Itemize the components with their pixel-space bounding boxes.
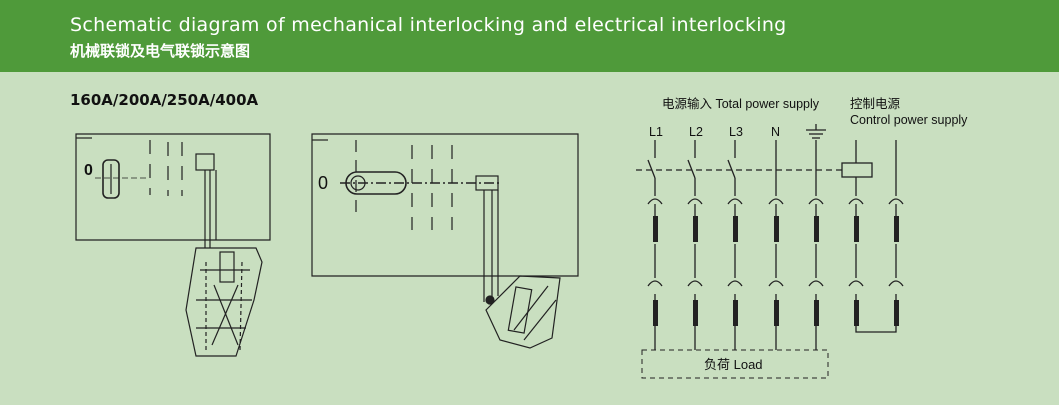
- contact-blocks: [653, 216, 899, 326]
- left-switch-assembly: [75, 133, 271, 357]
- title-banner: Schematic diagram of mechanical interloc…: [0, 0, 1059, 72]
- load-label: 负荷 Load: [704, 357, 763, 372]
- main-switch-poles: [636, 140, 897, 196]
- control-supply-cn-label: 控制电源: [850, 97, 901, 111]
- phase-label-l2: L2: [689, 125, 703, 139]
- middle-switch-assembly: [311, 133, 579, 349]
- title-english: Schematic diagram of mechanical interloc…: [70, 14, 787, 36]
- ground-icon: [806, 124, 826, 139]
- phase-label-l1: L1: [649, 125, 663, 139]
- model-label: 160A/200A/250A/400A: [70, 91, 259, 109]
- phase-label-n: N: [771, 125, 780, 139]
- title-chinese: 机械联锁及电气联锁示意图: [70, 42, 251, 60]
- total-power-supply-label: 电源输入 Total power supply: [662, 96, 820, 111]
- phase-label-l3: L3: [729, 125, 743, 139]
- connector-rows: [647, 198, 904, 350]
- left-off-position-label: 0: [84, 162, 93, 179]
- middle-off-position-label: 0: [318, 173, 328, 193]
- load-box: [641, 349, 829, 379]
- electrical-circuit: 电源输入 Total power supply 控制电源 Control pow…: [636, 96, 968, 379]
- control-supply-en-label: Control power supply: [850, 113, 968, 127]
